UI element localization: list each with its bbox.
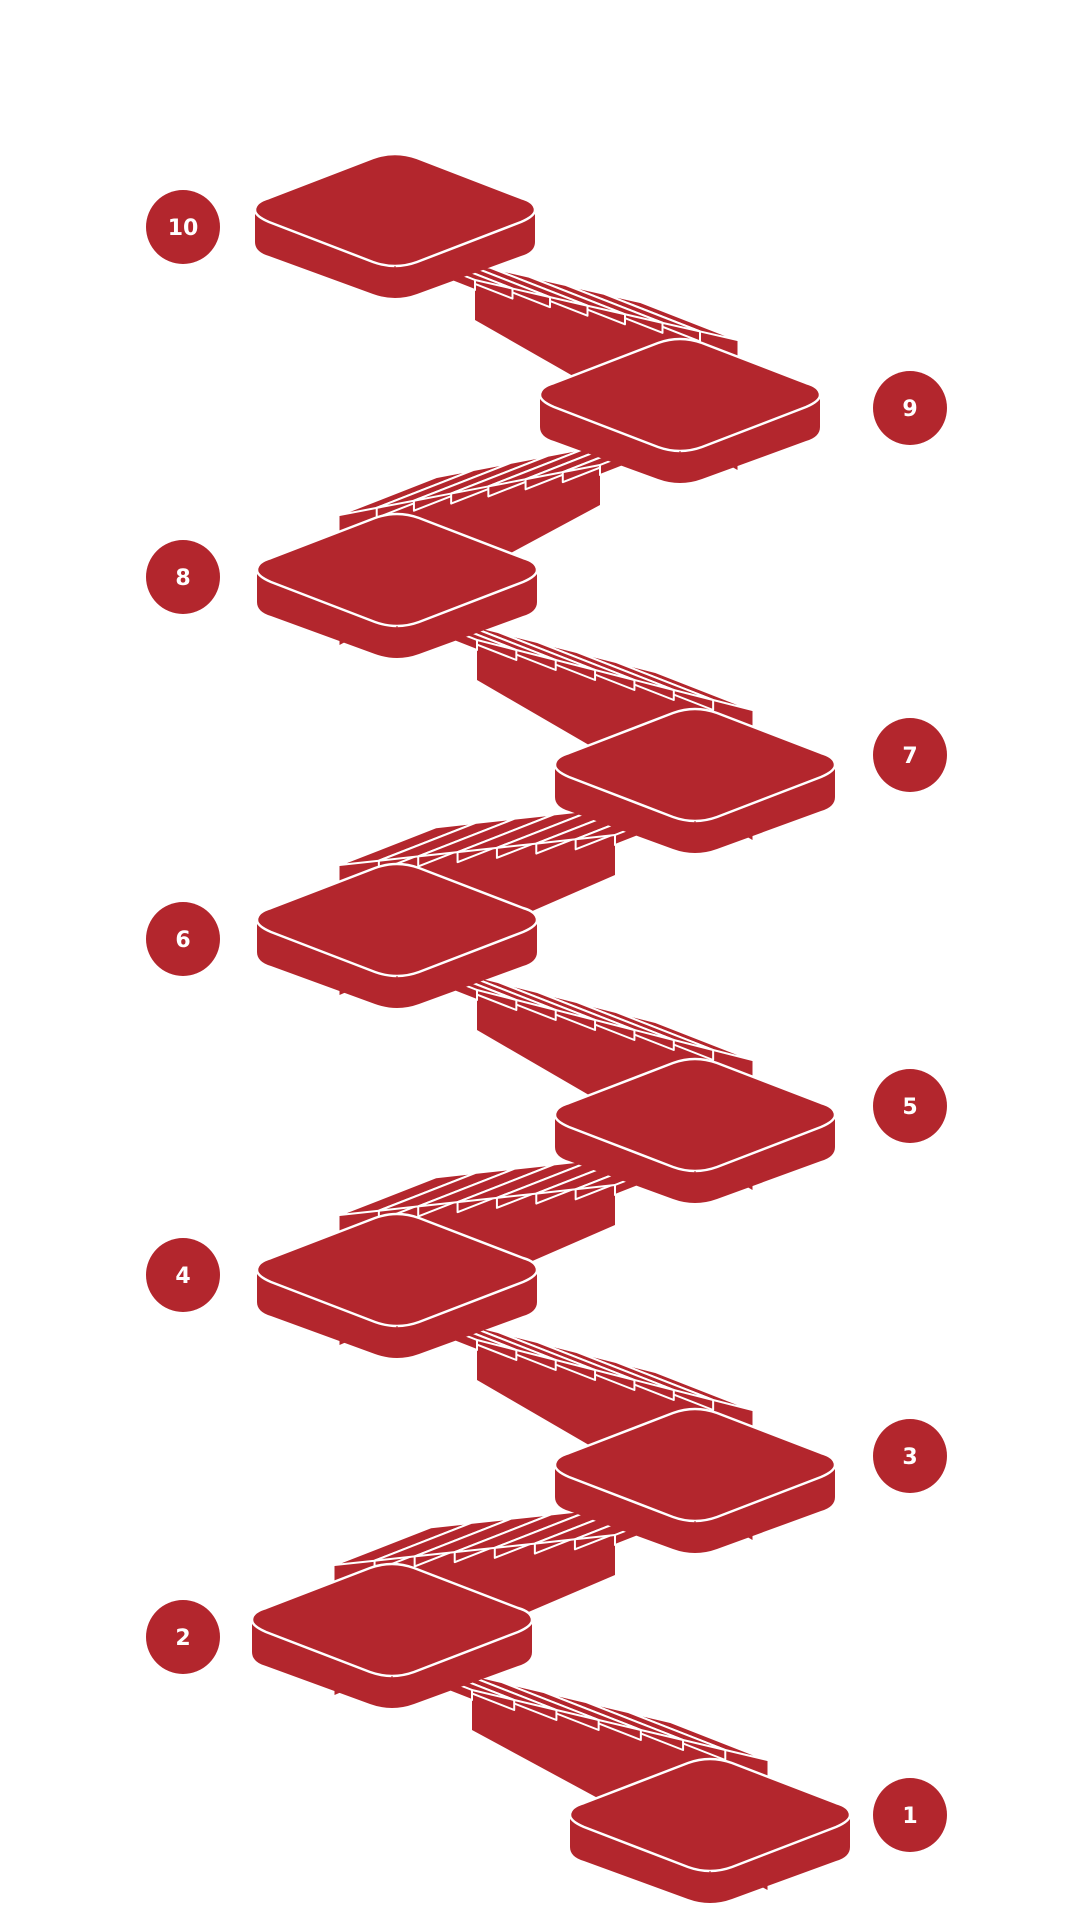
step-number: 5 — [902, 1095, 917, 1120]
step-number: 8 — [175, 566, 190, 591]
landing-platform — [538, 337, 822, 483]
step-badge-circle — [873, 1419, 947, 1493]
step-badge-circle — [873, 1778, 947, 1852]
step-badge: 6 — [146, 902, 220, 976]
landing-platform — [250, 1562, 534, 1708]
step-badge: 9 — [873, 371, 947, 445]
platform-top — [255, 862, 539, 978]
step-number: 10 — [168, 216, 199, 241]
step-badge: 7 — [873, 718, 947, 792]
step-badge-circle — [146, 1600, 220, 1674]
platform-top — [253, 152, 537, 268]
platform-top — [553, 1407, 837, 1523]
step-badge: 10 — [146, 190, 220, 264]
step-badge-circle — [146, 190, 220, 264]
step-number: 7 — [902, 744, 917, 769]
platform-top — [255, 512, 539, 628]
landing-platform — [255, 1212, 539, 1358]
step-number: 9 — [902, 397, 917, 422]
landing-platform — [553, 707, 837, 853]
step-badge-circle — [146, 540, 220, 614]
step-number: 2 — [175, 1626, 190, 1651]
landing-platform — [253, 152, 537, 298]
step-badges: 1 2 3 4 5 6 7 8 9 10 — [146, 190, 947, 1852]
step-badge-circle — [873, 1069, 947, 1143]
step-badge-circle — [873, 718, 947, 792]
landing-platform — [553, 1057, 837, 1203]
landing-platform — [255, 512, 539, 658]
step-badge-circle — [146, 1238, 220, 1312]
step-badge-circle — [146, 902, 220, 976]
step-badge: 3 — [873, 1419, 947, 1493]
platform-top — [553, 1057, 837, 1173]
platform-top — [553, 707, 837, 823]
step-number: 1 — [902, 1804, 917, 1829]
landing-platforms — [250, 152, 852, 1903]
landing-platform — [568, 1757, 852, 1903]
step-badge-circle — [873, 371, 947, 445]
step-badge: 8 — [146, 540, 220, 614]
step-number: 6 — [175, 928, 190, 953]
step-number: 3 — [902, 1445, 917, 1470]
landing-platform — [255, 862, 539, 1008]
platform-top — [568, 1757, 852, 1873]
step-badge: 4 — [146, 1238, 220, 1312]
step-badge: 5 — [873, 1069, 947, 1143]
landing-platform — [553, 1407, 837, 1553]
platform-top — [538, 337, 822, 453]
step-badge: 2 — [146, 1600, 220, 1674]
step-badge: 1 — [873, 1778, 947, 1852]
platform-top — [255, 1212, 539, 1328]
step-number: 4 — [175, 1264, 190, 1289]
platform-top — [250, 1562, 534, 1678]
